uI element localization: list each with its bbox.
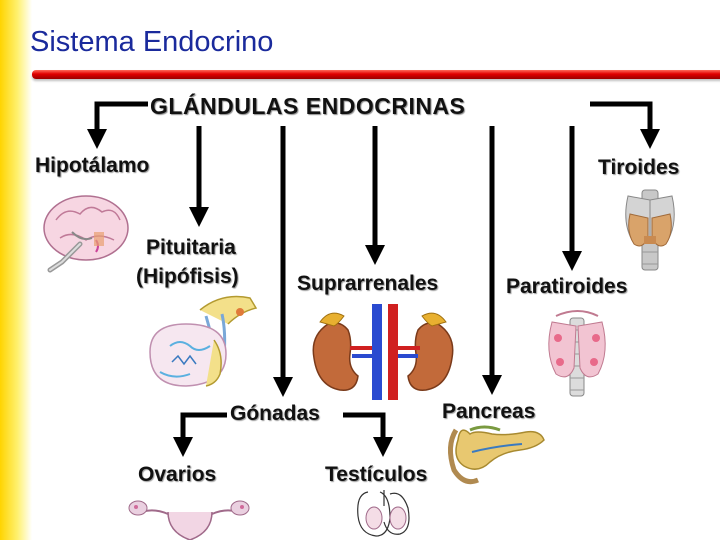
label-tiroides: Tiroides (598, 156, 680, 179)
label-paratiroides: Paratiroides (506, 275, 628, 298)
connector-arrows (87, 101, 660, 457)
left-accent-band (0, 0, 32, 540)
label-hipotalamo: Hipotálamo (35, 154, 150, 177)
ovaries-illustration (128, 500, 250, 540)
label-pancreas: Pancreas (442, 400, 536, 423)
arrow-to-hipotalamo (87, 101, 148, 149)
label-pituitaria-line1: Pituitaria (146, 236, 236, 259)
pancreas-illustration (448, 425, 545, 485)
arrow-to-ovarios (173, 412, 227, 457)
parathyroid-illustration (548, 310, 606, 397)
pituitary-illustration (149, 295, 258, 387)
adrenal-kidneys-illustration (312, 304, 454, 400)
brain-hypothalamus-illustration (43, 195, 129, 273)
label-pituitaria: Pituitaria (Hipófisis) (136, 233, 239, 291)
label-pituitaria-line2: (Hipófisis) (136, 265, 239, 288)
main-heading: GLÁNDULAS ENDOCRINAS (150, 93, 466, 119)
arrow-to-tiroides (590, 101, 660, 149)
label-ovarios: Ovarios (138, 463, 217, 486)
label-suprarrenales: Suprarrenales (297, 272, 439, 295)
thyroid-illustration (625, 189, 675, 271)
arrow-to-testiculos (343, 412, 393, 457)
label-testiculos: Testículos (325, 463, 428, 486)
title-underline-rule (32, 70, 720, 79)
label-gonadas: Gónadas (230, 402, 320, 425)
slide-title: Sistema Endocrino (30, 26, 274, 58)
testicles-illustration (357, 490, 410, 537)
